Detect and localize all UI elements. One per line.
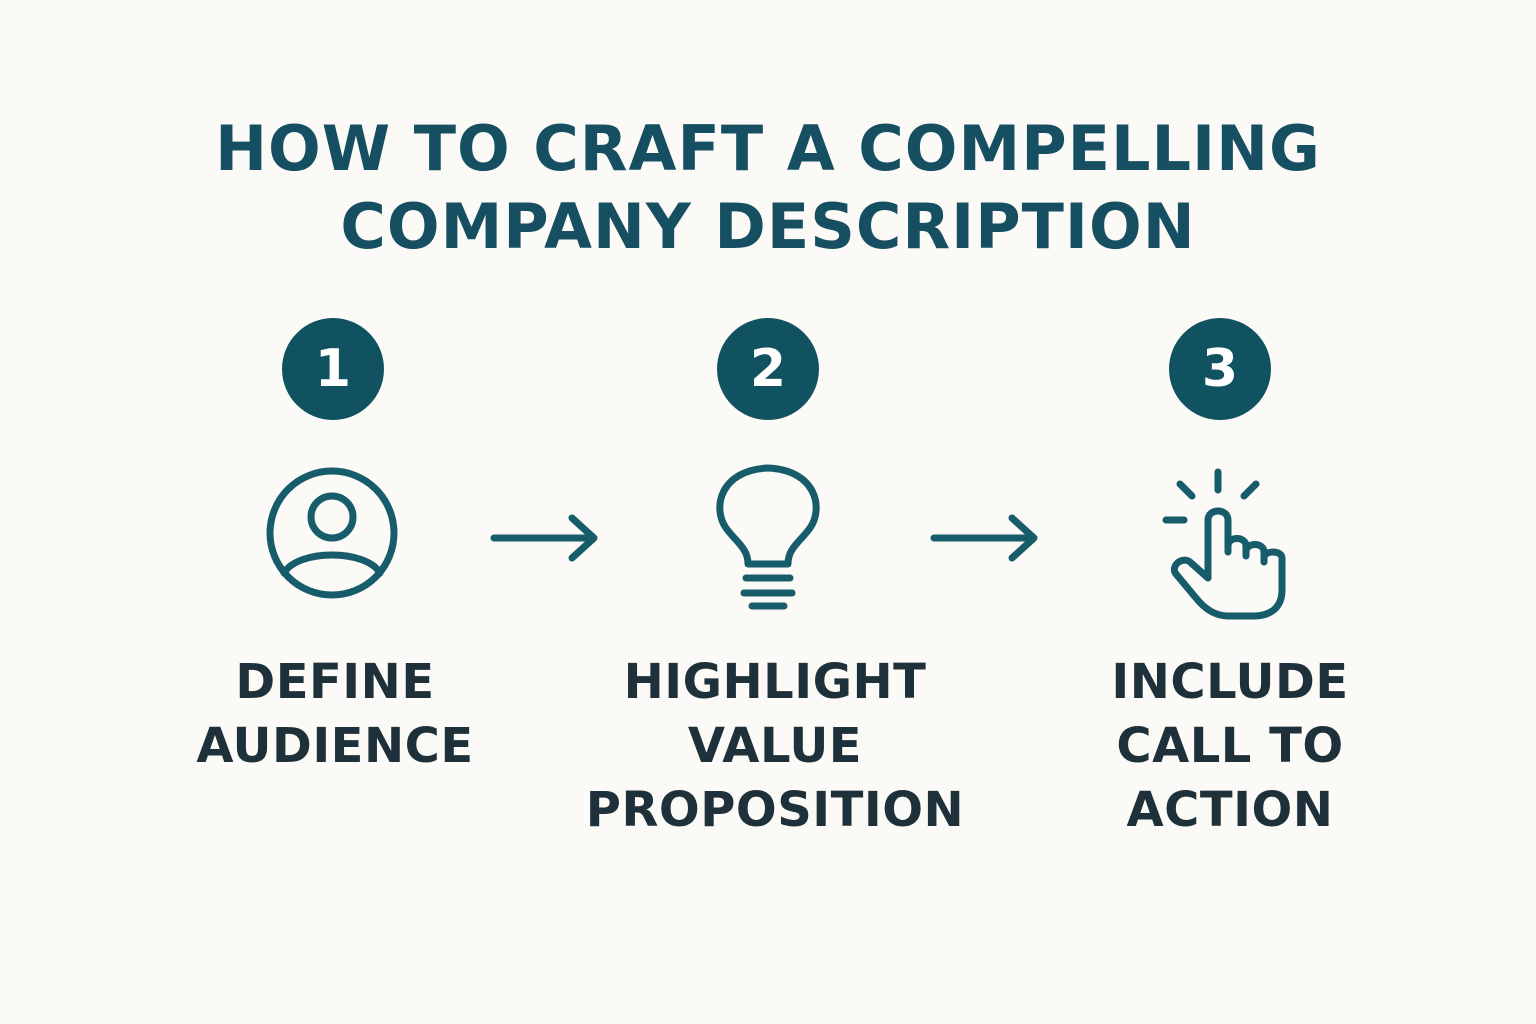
user-profile-icon: [266, 467, 398, 599]
step-3-number-badge: 3: [1169, 318, 1271, 420]
step-3-label: INCLUDE CALL TO ACTION: [1020, 650, 1440, 842]
click-ray-right: [1240, 480, 1260, 500]
title-line-1: HOW TO CRAFT A COMPELLING: [215, 111, 1321, 185]
step-2-number-badge: 2: [717, 318, 819, 420]
step-2-label-line: HIGHLIGHT: [623, 654, 927, 710]
pointer-click-icon: [1162, 468, 1286, 620]
lightbulb-icon: [716, 464, 820, 610]
step-1-label-line: AUDIENCE: [196, 718, 474, 774]
step-2-label: HIGHLIGHT VALUE PROPOSITION: [565, 650, 985, 842]
title-line-2: COMPANY DESCRIPTION: [340, 189, 1196, 263]
arrow-right-icon: [930, 514, 1038, 562]
user-profile-outer-circle: [266, 467, 398, 599]
step-3-label-line: INCLUDE: [1111, 654, 1349, 710]
click-ray-left: [1176, 480, 1196, 500]
pointer-hand-outline: [1171, 507, 1286, 620]
step-1-label: DEFINE AUDIENCE: [125, 650, 545, 778]
step-1-label-line: DEFINE: [235, 654, 435, 710]
step-2-label-line: PROPOSITION: [585, 782, 965, 838]
arrow-2-head: [1008, 514, 1038, 562]
lightbulb-bulb: [716, 464, 820, 568]
step-1-number-badge: 1: [282, 318, 384, 420]
step-2-label-line: VALUE: [687, 718, 863, 774]
step-3-label-line: ACTION: [1126, 782, 1334, 838]
arrow-1-head: [568, 514, 598, 562]
page-title: HOW TO CRAFT A COMPELLING COMPANY DESCRI…: [0, 110, 1536, 266]
user-profile-head: [307, 492, 357, 542]
user-profile-shoulders: [280, 551, 384, 577]
arrow-right-icon: [490, 514, 598, 562]
step-3-label-line: CALL TO: [1116, 718, 1344, 774]
